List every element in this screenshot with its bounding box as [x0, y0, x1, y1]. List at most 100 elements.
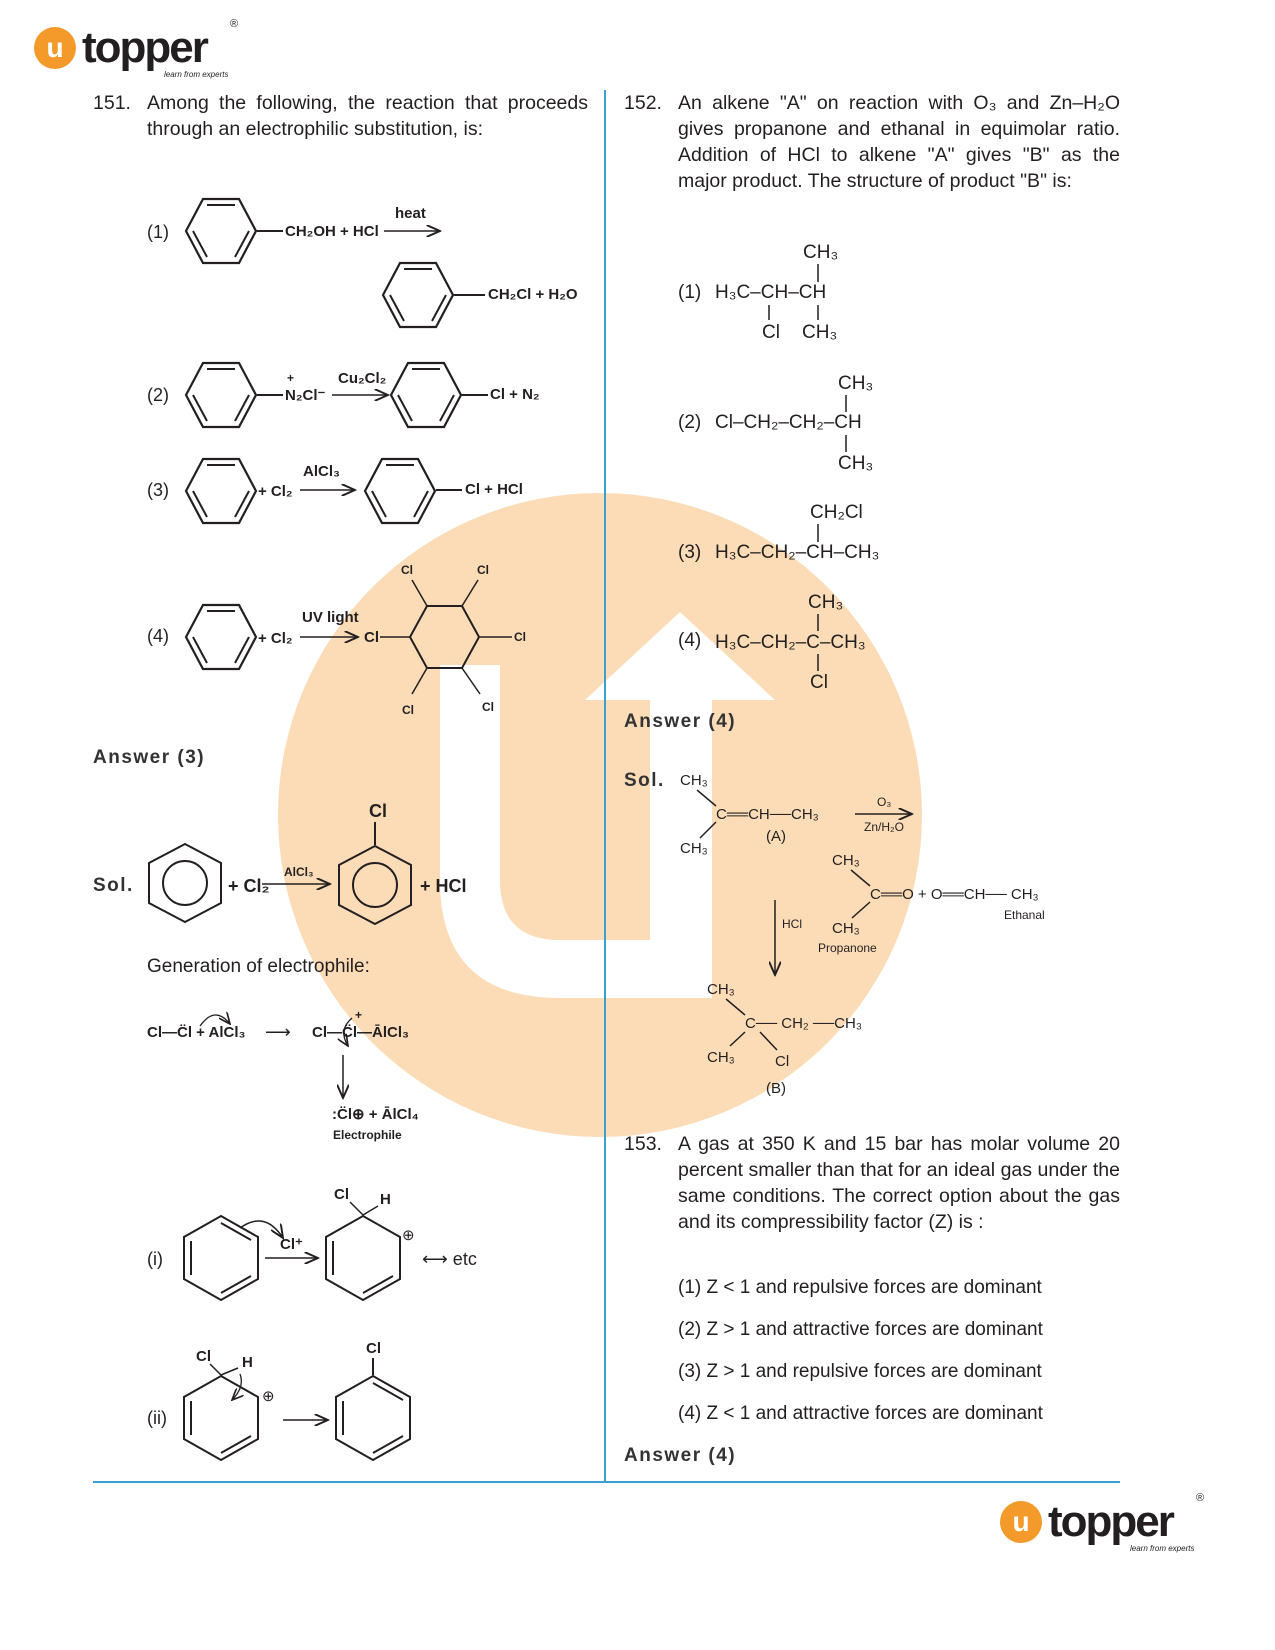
benzene-ring [184, 361, 258, 429]
option-label: (2) [147, 385, 169, 405]
substituent: CH₃ [707, 981, 735, 998]
condition: UV light [302, 609, 359, 626]
h-label: H [242, 1354, 253, 1371]
equation-right: Cl—C̈l—ĀlCl₃ [312, 1024, 409, 1041]
bond [411, 579, 428, 607]
bond [220, 1367, 239, 1376]
byproduct: + HCl [420, 876, 467, 896]
bond [362, 1205, 379, 1216]
option-label: (2) [678, 412, 702, 433]
substituent: CH₂Cl [810, 502, 863, 523]
question-text: An alkene "A" on reaction with O₃ and Zn… [678, 92, 1120, 192]
arrow: ⟶ [265, 1022, 291, 1042]
cl-label: Cl [364, 629, 379, 646]
charge: ⊕ [402, 1227, 415, 1244]
bond [759, 1031, 778, 1051]
reagent: + Cl₂ [258, 630, 293, 647]
cl-label: Cl [334, 1186, 349, 1203]
chlorobenzene-ring [338, 845, 412, 925]
registered-mark: ® [1196, 1492, 1205, 1504]
condition: heat [395, 205, 426, 222]
question-number: 151. [93, 92, 131, 114]
curved-arrow [199, 1015, 230, 1027]
equation-left: Cl—C̈l + AlCl₃ [147, 1024, 246, 1041]
solution-label: Sol. [624, 770, 665, 791]
product: Cl + HCl [465, 481, 523, 498]
reagent: + Cl₂ [258, 483, 293, 500]
bond [411, 667, 428, 695]
reagent: + Cl₂ [228, 876, 270, 896]
condition: Cu₂Cl₂ [338, 370, 387, 387]
logo-tagline: learn from experts [164, 70, 229, 79]
substituent: CH₃ [680, 772, 708, 789]
h-label: H [380, 1191, 391, 1208]
cyclohexane-ring [408, 605, 481, 669]
reactant: N₂Cl⁻ [285, 387, 326, 404]
ethanal-label: Ethanal [1004, 908, 1045, 922]
benzene-ring [184, 197, 258, 265]
question-text: Among the following, the reaction that p… [147, 92, 588, 140]
logo-wordmark: topper [1048, 1497, 1175, 1546]
option-1: (1) Z < 1 and repulsive forces are domin… [678, 1277, 1042, 1298]
option-label: (4) [147, 626, 169, 646]
logo-wordmark: topper [82, 23, 209, 72]
option-label: (4) [678, 630, 702, 651]
compound-label: (A) [766, 828, 786, 845]
option-2: (2) Z > 1 and attractive forces are domi… [678, 1319, 1043, 1340]
formula: Cl–CH₂–CH₂–CH [715, 412, 862, 433]
bond [696, 789, 717, 807]
logo-mark: u [1000, 1501, 1042, 1543]
resonance: ⟷ etc [422, 1249, 477, 1269]
substituent: Cl [810, 672, 828, 693]
catalyst: AlCl₃ [284, 865, 314, 879]
electrophile: :C̈l⊕ + ĀlCl₄ [332, 1106, 419, 1123]
option-label: (1) [678, 282, 702, 303]
question-text: A gas at 350 K and 15 bar has molar volu… [678, 1133, 1120, 1233]
question-153: 153. A gas at 350 K and 15 bar has molar… [624, 1131, 1120, 1235]
curved-arrow [232, 1373, 241, 1400]
curved-arrow [239, 1220, 283, 1238]
option-label: (3) [147, 480, 169, 500]
benzene-ring [363, 457, 437, 525]
condition: Zn/H₂O [864, 820, 904, 834]
registered-mark: ® [230, 18, 239, 30]
question-number: 152. [624, 92, 662, 114]
substituent: CH₃ [803, 242, 839, 263]
answer-153: Answer (4) [624, 1445, 737, 1466]
reactant: CH₂OH + HCl [285, 223, 379, 240]
product-b: C── CH₂ ──CH₃ [745, 1015, 862, 1032]
section-heading: Generation of electrophile: [147, 956, 370, 977]
topper-logo: u topper ® learn from experts [34, 18, 254, 79]
ozonolysis-products: C══O + O══CH── CH₃ [870, 886, 1039, 903]
benzene-ring [184, 457, 258, 525]
electrophile: Cl⁺ [280, 1236, 303, 1253]
bond [209, 1363, 222, 1376]
formula: H₃C–CH₂–CH–CH₃ [715, 542, 880, 563]
reagent: HCl [782, 917, 802, 931]
question-151: 151. Among the following, the reaction t… [93, 90, 588, 142]
benzene-ring [184, 603, 258, 671]
benzene-ring [381, 261, 455, 329]
chlorobenzene-ring [335, 1375, 411, 1461]
bond [851, 901, 871, 919]
curved-arrow [344, 1017, 353, 1046]
compound-label: (B) [766, 1080, 786, 1097]
cl-label: Cl [401, 563, 413, 577]
logo-mark: u [34, 27, 76, 69]
option-label: (1) [147, 222, 169, 242]
cl-label: Cl [477, 563, 489, 577]
substituent: CH₃ [680, 840, 708, 857]
benzene-ring [148, 843, 222, 923]
topper-logo-footer: u topper ® learn from experts [1000, 1492, 1220, 1553]
charge: ⊕ [262, 1388, 275, 1405]
substituent: CH₃ [832, 852, 860, 869]
step-label: (ii) [147, 1408, 167, 1428]
product: Cl + N₂ [490, 386, 540, 403]
cl-label: Cl [482, 700, 494, 714]
cl-label: Cl [369, 801, 387, 821]
arenium-ion-ring [325, 1215, 401, 1301]
question-number: 153. [624, 1133, 662, 1155]
